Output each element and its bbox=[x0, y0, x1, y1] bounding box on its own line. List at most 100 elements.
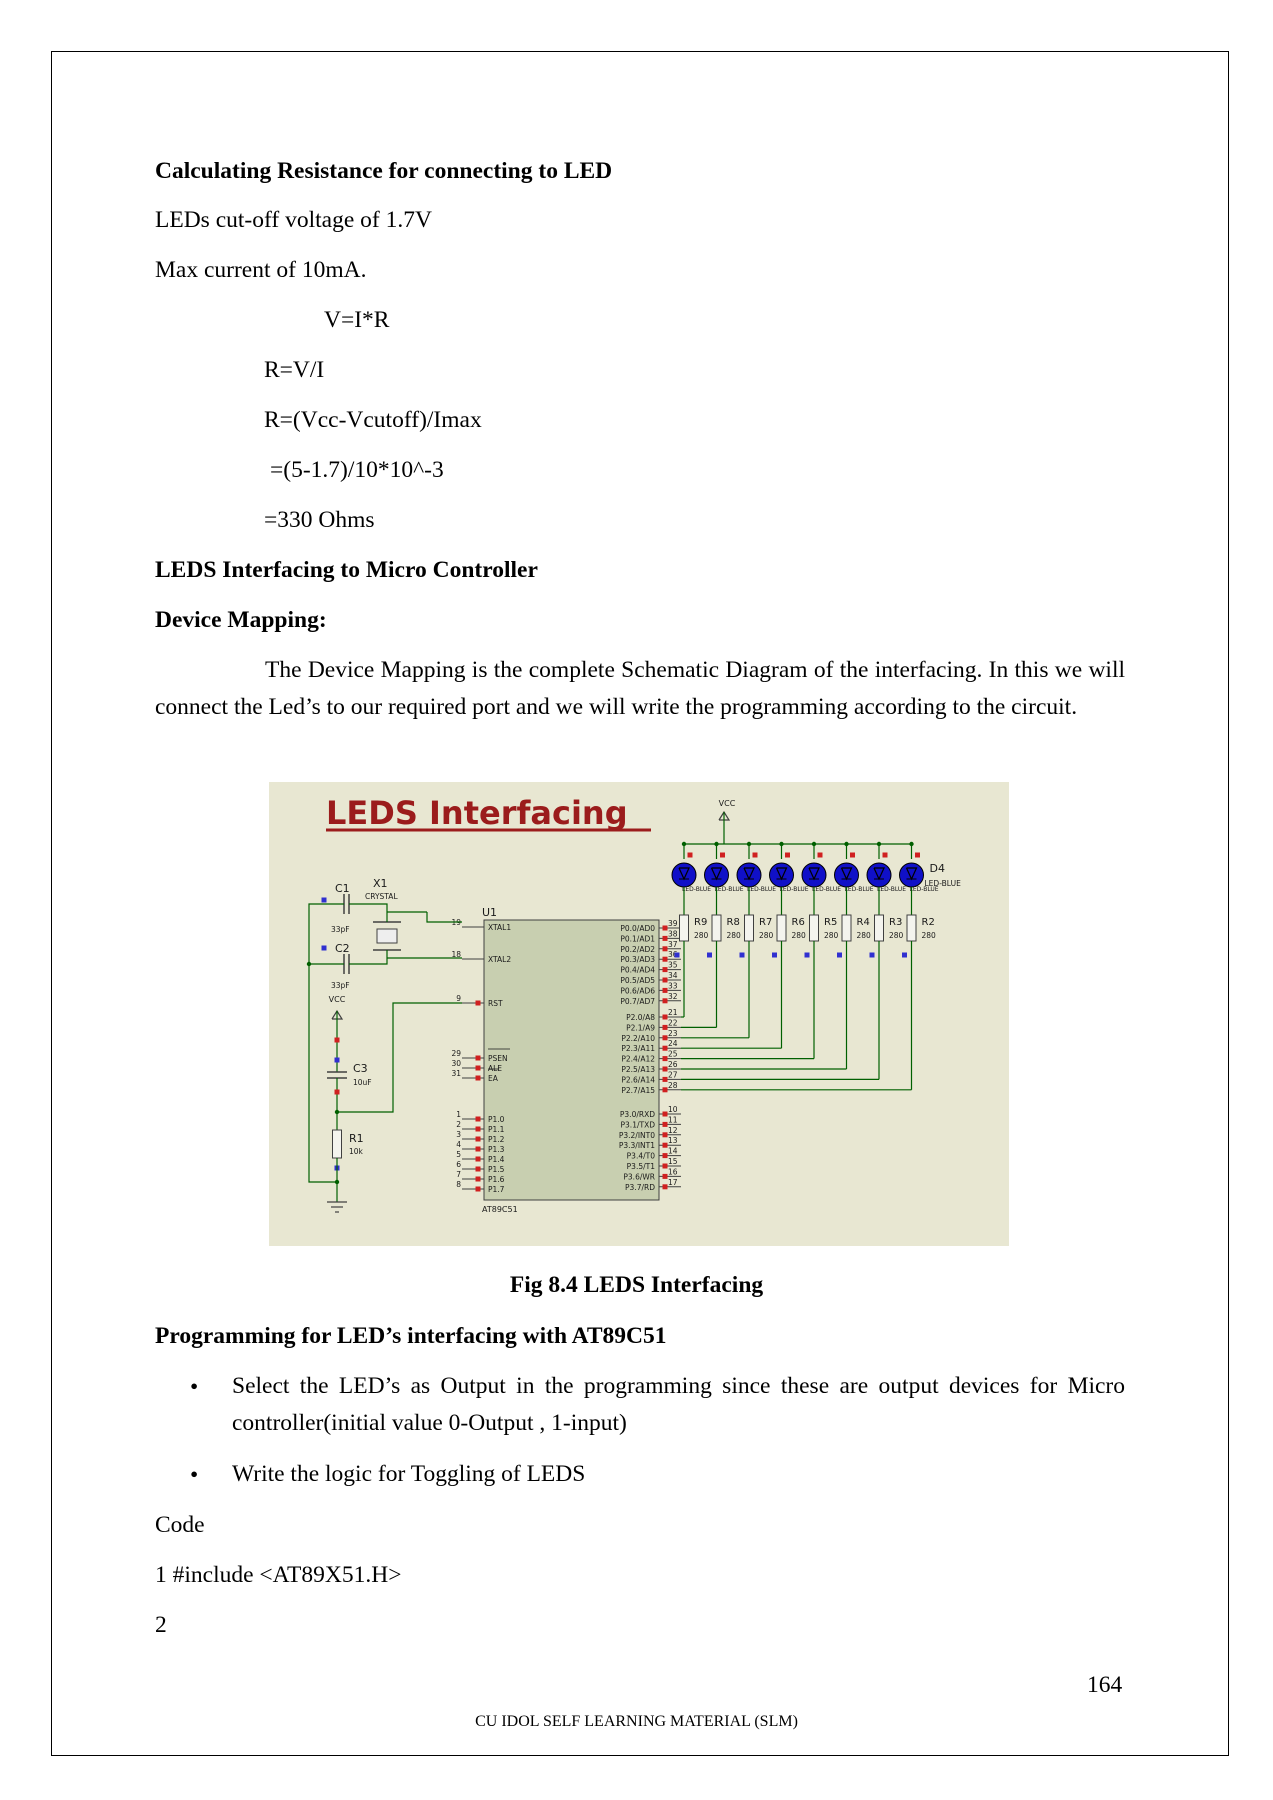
led-resistor bbox=[874, 914, 884, 942]
led-resistor-value: 280 bbox=[759, 931, 774, 940]
ic-left-pin-name: P1.6 bbox=[488, 1175, 505, 1184]
figure-title: LEDS Interfacing bbox=[326, 794, 628, 832]
pin-marker bbox=[662, 1024, 668, 1030]
ic-right-pin-number: 21 bbox=[668, 1008, 678, 1017]
led-resistor bbox=[744, 914, 754, 942]
r1-reference: R1 bbox=[349, 1132, 364, 1145]
led-last-ref: D4 bbox=[930, 862, 945, 875]
crystal-type: CRYSTAL bbox=[365, 892, 398, 901]
pin-marker bbox=[662, 935, 668, 941]
pin-marker bbox=[475, 1186, 481, 1192]
ic-right-pin-name: P2.1/A9 bbox=[626, 1023, 655, 1032]
ic-right-pin-name: P0.2/AD2 bbox=[620, 945, 655, 954]
led-symbol bbox=[743, 867, 755, 881]
text-cutoff-voltage: LEDs cut-off voltage of 1.7V bbox=[155, 207, 432, 233]
pin-marker bbox=[662, 1142, 668, 1148]
pin-marker bbox=[662, 1076, 668, 1082]
led-resistor bbox=[711, 914, 722, 942]
c1-reference: C1 bbox=[335, 882, 350, 895]
pin-marker bbox=[475, 1000, 481, 1006]
ic-body bbox=[483, 919, 660, 1201]
schematic-diagram: LEDS InterfacingU1AT89C5119XTAL118XTAL29… bbox=[306, 794, 962, 1214]
ic-right-pin-number: 39 bbox=[668, 919, 678, 928]
pin-marker bbox=[662, 1121, 668, 1127]
ic-right-pin-name: P2.7/A15 bbox=[621, 1086, 655, 1095]
ic-right-pin-number: 13 bbox=[668, 1136, 678, 1145]
pin-marker bbox=[662, 1153, 668, 1159]
pin-marker bbox=[662, 998, 668, 1004]
c2-value: 33pF bbox=[331, 981, 350, 990]
led-blue-6 bbox=[834, 862, 859, 888]
led-resistor-value: 280 bbox=[694, 931, 709, 940]
led-resistor-ref: R8 bbox=[727, 917, 740, 928]
pin-marker bbox=[662, 977, 668, 983]
pin-marker bbox=[475, 1055, 481, 1061]
led-last-type: LED-BLUE bbox=[925, 879, 962, 888]
bullet-marker: • bbox=[190, 1462, 199, 1488]
ic-left-pin-number: 2 bbox=[456, 1120, 461, 1129]
equation-result: =330 Ohms bbox=[264, 507, 375, 533]
pin-marker bbox=[475, 1166, 481, 1172]
ic-left-pin-number: 9 bbox=[456, 994, 461, 1003]
pin-marker bbox=[662, 1066, 668, 1072]
heading-interfacing: LEDS Interfacing to Micro Controller bbox=[155, 557, 538, 583]
c1-wire-right bbox=[349, 903, 388, 912]
c2-wire-right bbox=[349, 958, 388, 965]
heading-device-mapping: Device Mapping: bbox=[155, 607, 327, 633]
pin-marker bbox=[662, 1184, 668, 1190]
ic-right-pin-number: 22 bbox=[668, 1018, 678, 1027]
led-blue-8 bbox=[899, 862, 924, 888]
ic-left-pin-number: 8 bbox=[456, 1180, 461, 1189]
pin-marker bbox=[475, 1146, 481, 1152]
ic-left-pin-name: P1.5 bbox=[488, 1165, 505, 1174]
ic-left-pin-name: P1.1 bbox=[488, 1125, 505, 1134]
ground-return-wire bbox=[308, 1136, 337, 1183]
heading-programming: Programming for LED’s interfacing with A… bbox=[155, 1323, 667, 1349]
pin-marker bbox=[662, 946, 668, 952]
led-resistor-value: 280 bbox=[727, 931, 742, 940]
led-resistor-ref: R5 bbox=[824, 917, 837, 928]
led-resistor-ref: R2 bbox=[922, 917, 935, 928]
pin-marker bbox=[475, 1116, 481, 1122]
ic-left-pin-number: 5 bbox=[456, 1150, 461, 1159]
pin-marker bbox=[321, 945, 327, 951]
led-type-label: LED-BLUE bbox=[845, 886, 874, 893]
ic-right-pin-name: P0.6/AD6 bbox=[620, 986, 655, 995]
ic-right-pin-number: 23 bbox=[668, 1029, 678, 1038]
bullet-marker: • bbox=[190, 1374, 199, 1400]
pin-marker bbox=[662, 1173, 668, 1179]
led-type-label: LED-BLUE bbox=[780, 886, 809, 893]
pin-marker bbox=[475, 1075, 481, 1081]
ic-right-pin-name: P0.1/AD1 bbox=[620, 934, 655, 943]
led-type-label: LED-BLUE bbox=[910, 886, 939, 893]
ic-left-pin-number: 18 bbox=[451, 950, 461, 959]
ic-right-pin-name: P3.5/T1 bbox=[627, 1162, 656, 1171]
ic-right-pin-number: 26 bbox=[668, 1060, 678, 1069]
ic-right-pin-number: 35 bbox=[668, 961, 678, 970]
pin-marker bbox=[475, 1065, 481, 1071]
xtal1-wire bbox=[426, 912, 462, 923]
pin-marker bbox=[752, 852, 758, 858]
ic-left-pin-name: ALE bbox=[488, 1064, 502, 1073]
led-blue-7 bbox=[866, 862, 892, 888]
ic-right-pin-number: 15 bbox=[668, 1157, 678, 1166]
pin-marker bbox=[915, 852, 920, 858]
pin-marker bbox=[662, 987, 668, 993]
ic-left-pin-number: 30 bbox=[451, 1059, 461, 1068]
led-resistor-ref: R7 bbox=[759, 917, 772, 928]
bullet-item-toggle: Write the logic for Toggling of LEDS bbox=[232, 1461, 586, 1487]
ic-right-pin-name: P2.0/A8 bbox=[626, 1013, 655, 1022]
led-type-label: LED-BLUE bbox=[682, 886, 711, 893]
led-type-label: LED-BLUE bbox=[877, 886, 906, 893]
ic-left-pin-name: P1.2 bbox=[488, 1135, 505, 1144]
pin-marker bbox=[321, 897, 327, 903]
ic-right-pin-name: P0.5/AD5 bbox=[620, 976, 655, 985]
ic-right-pin-name: P3.7/RD bbox=[625, 1183, 655, 1192]
ic-right-pin-name: P2.4/A12 bbox=[621, 1055, 655, 1064]
pin-marker bbox=[662, 1014, 668, 1020]
paragraph-text: The Device Mapping is the complete Schem… bbox=[155, 657, 1125, 720]
ic-left-pin-number: 31 bbox=[451, 1069, 461, 1078]
led-blue-3 bbox=[736, 862, 762, 888]
ic-left-pin-name: P1.4 bbox=[488, 1155, 505, 1164]
